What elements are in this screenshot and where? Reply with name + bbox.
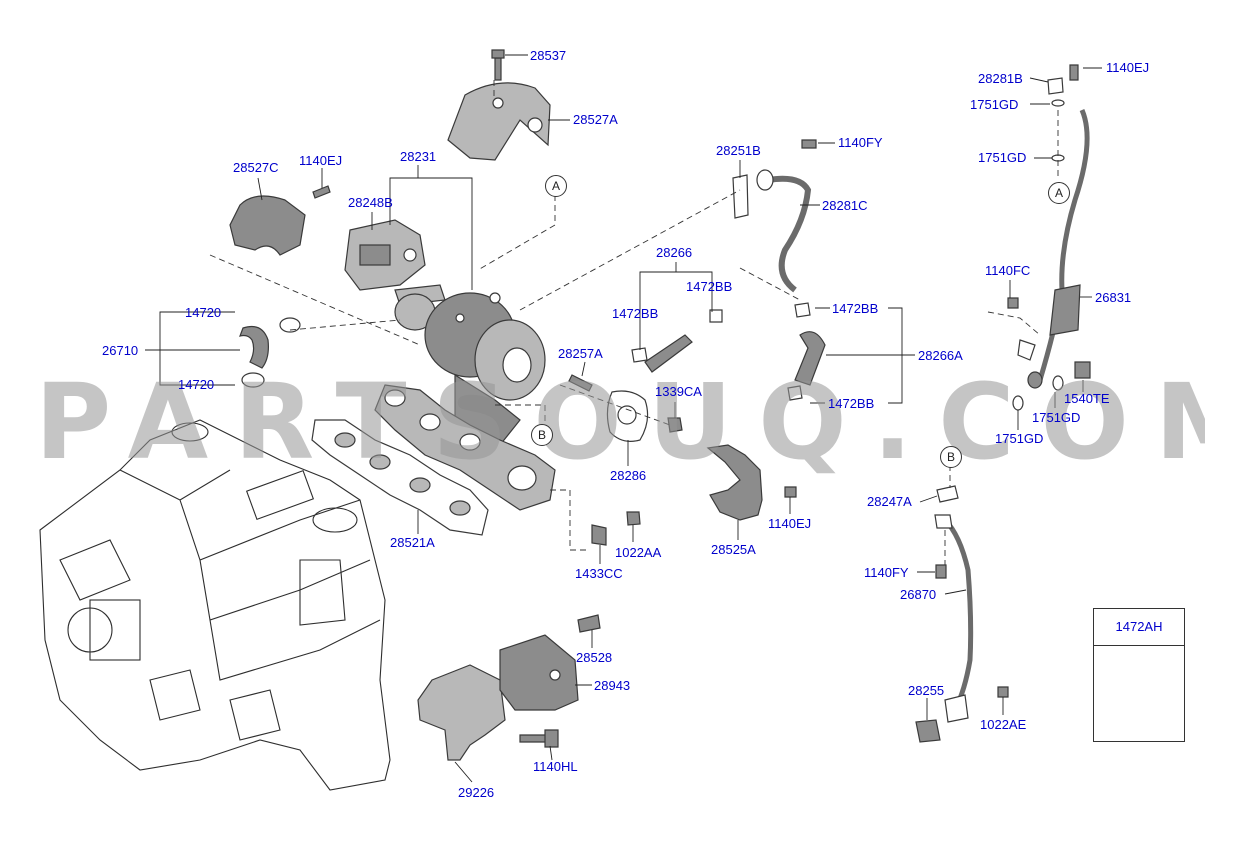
- actuator-28248b: [344, 219, 446, 306]
- part-label-28527a[interactable]: 28527A: [573, 112, 618, 127]
- ref-circle-b-right: B: [940, 446, 962, 468]
- part-label-1022aa[interactable]: 1022AA: [615, 545, 662, 560]
- part-label-1140ej[interactable]: 1140EJ: [299, 153, 343, 168]
- part-label-28248b[interactable]: 28248B: [348, 195, 393, 210]
- part-label-1339ca[interactable]: 1339CA: [655, 384, 702, 399]
- inset-box-1472ah: 1472AH: [1093, 608, 1185, 742]
- hose-26710: [239, 317, 301, 388]
- part-label-28266[interactable]: 28266: [656, 245, 693, 260]
- part-label-26710[interactable]: 26710: [102, 343, 139, 358]
- part-label-28255[interactable]: 28255: [908, 683, 945, 698]
- part-label-28266a[interactable]: 28266A: [918, 348, 963, 363]
- part-label-28286[interactable]: 28286: [610, 468, 647, 483]
- ref-circle-a: A: [545, 175, 567, 197]
- part-label-1472bb[interactable]: 1472BB: [612, 306, 659, 321]
- part-label-1751gd-2[interactable]: 1751GD: [978, 150, 1027, 165]
- ref-circle-b: B: [531, 424, 553, 446]
- part-label-28281b[interactable]: 28281B: [978, 71, 1023, 86]
- part-label-1140fy[interactable]: 1140FY: [838, 135, 883, 150]
- ref-circle-a-right: A: [1048, 182, 1070, 204]
- inset-header: 1472AH: [1094, 609, 1184, 646]
- part-label-1140fy-2[interactable]: 1140FY: [864, 565, 909, 580]
- part-label-1140fc[interactable]: 1140FC: [985, 263, 1031, 278]
- part-label-29226[interactable]: 29226: [458, 785, 495, 800]
- brackets-29226-28943: [417, 614, 601, 761]
- assembly-lines: [209, 80, 1059, 565]
- heat-shield-left: [229, 185, 331, 256]
- leader-lines: [145, 54, 1102, 783]
- part-label-26831[interactable]: 26831: [1095, 290, 1132, 305]
- part-label-1472bb-3[interactable]: 1472BB: [832, 301, 879, 316]
- nut-sleeve: [591, 511, 641, 546]
- part-label-28943[interactable]: 28943: [594, 678, 631, 693]
- part-label-1472ah[interactable]: 1472AH: [1115, 619, 1163, 634]
- part-label-1540te[interactable]: 1540TE: [1064, 391, 1110, 406]
- part-label-28521a[interactable]: 28521A: [390, 535, 435, 550]
- part-label-28525a[interactable]: 28525A: [711, 542, 756, 557]
- part-label-26870[interactable]: 26870: [900, 587, 937, 602]
- part-label-1140hl[interactable]: 1140HL: [533, 759, 578, 774]
- part-label-1472bb-2[interactable]: 1472BB: [686, 279, 733, 294]
- part-label-28281c[interactable]: 28281C: [822, 198, 868, 213]
- part-label-28251b[interactable]: 28251B: [716, 143, 761, 158]
- stud-gasket-nut: [568, 374, 683, 442]
- heat-shield-28525a: [706, 444, 797, 521]
- part-label-28257a[interactable]: 28257A: [558, 346, 603, 361]
- part-label-1433cc[interactable]: 1433CC: [575, 566, 623, 581]
- exhaust-manifold: [311, 384, 556, 536]
- part-label-14720[interactable]: 14720: [185, 305, 222, 320]
- part-label-14720-2[interactable]: 14720: [178, 377, 215, 392]
- oil-pipe-28281c: [732, 139, 817, 293]
- part-label-28231[interactable]: 28231: [400, 149, 437, 164]
- part-label-1022ae[interactable]: 1022AE: [980, 717, 1027, 732]
- part-label-28537[interactable]: 28537: [530, 48, 567, 63]
- engine-block-outline: [39, 419, 391, 791]
- part-label-28527c[interactable]: 28527C: [233, 160, 279, 175]
- part-label-28528[interactable]: 28528: [576, 650, 613, 665]
- part-label-28247a[interactable]: 28247A: [867, 494, 912, 509]
- part-label-1751gd[interactable]: 1751GD: [970, 97, 1019, 112]
- part-label-1751gd-3[interactable]: 1751GD: [1032, 410, 1081, 425]
- oil-return-pipe-26831: [1007, 64, 1091, 411]
- heat-shield-top: [447, 49, 551, 161]
- oil-feed-pipe-26870: [915, 485, 1009, 743]
- part-label-1140ej-right[interactable]: 1140EJ: [1106, 60, 1150, 75]
- hoses-28266: [631, 302, 826, 401]
- part-label-1140ej-3[interactable]: 1140EJ: [768, 516, 812, 531]
- part-label-1472bb-4[interactable]: 1472BB: [828, 396, 875, 411]
- part-label-1751gd-4[interactable]: 1751GD: [995, 431, 1044, 446]
